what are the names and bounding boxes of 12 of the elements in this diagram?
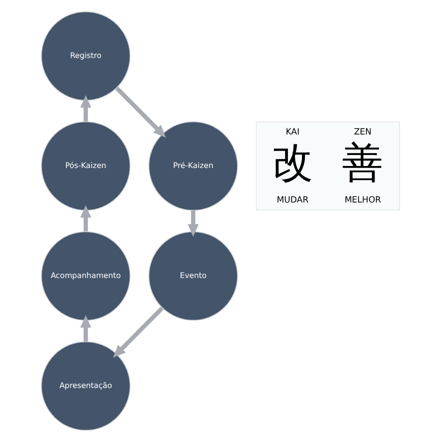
node-circle: Acompanhamento [40,231,131,321]
arrow [188,210,199,237]
arrow [115,86,166,138]
arrow [80,205,92,232]
node-circle: Pós-Kaizen [40,121,131,211]
node-circle: Evento [148,231,238,321]
node-circle: Registro [40,11,131,101]
arrow [80,95,92,122]
node-circle: Pré-Kaizen [148,121,238,211]
node-circle: Apresentação [40,341,131,431]
arrow [113,306,164,358]
arrow [80,315,92,342]
